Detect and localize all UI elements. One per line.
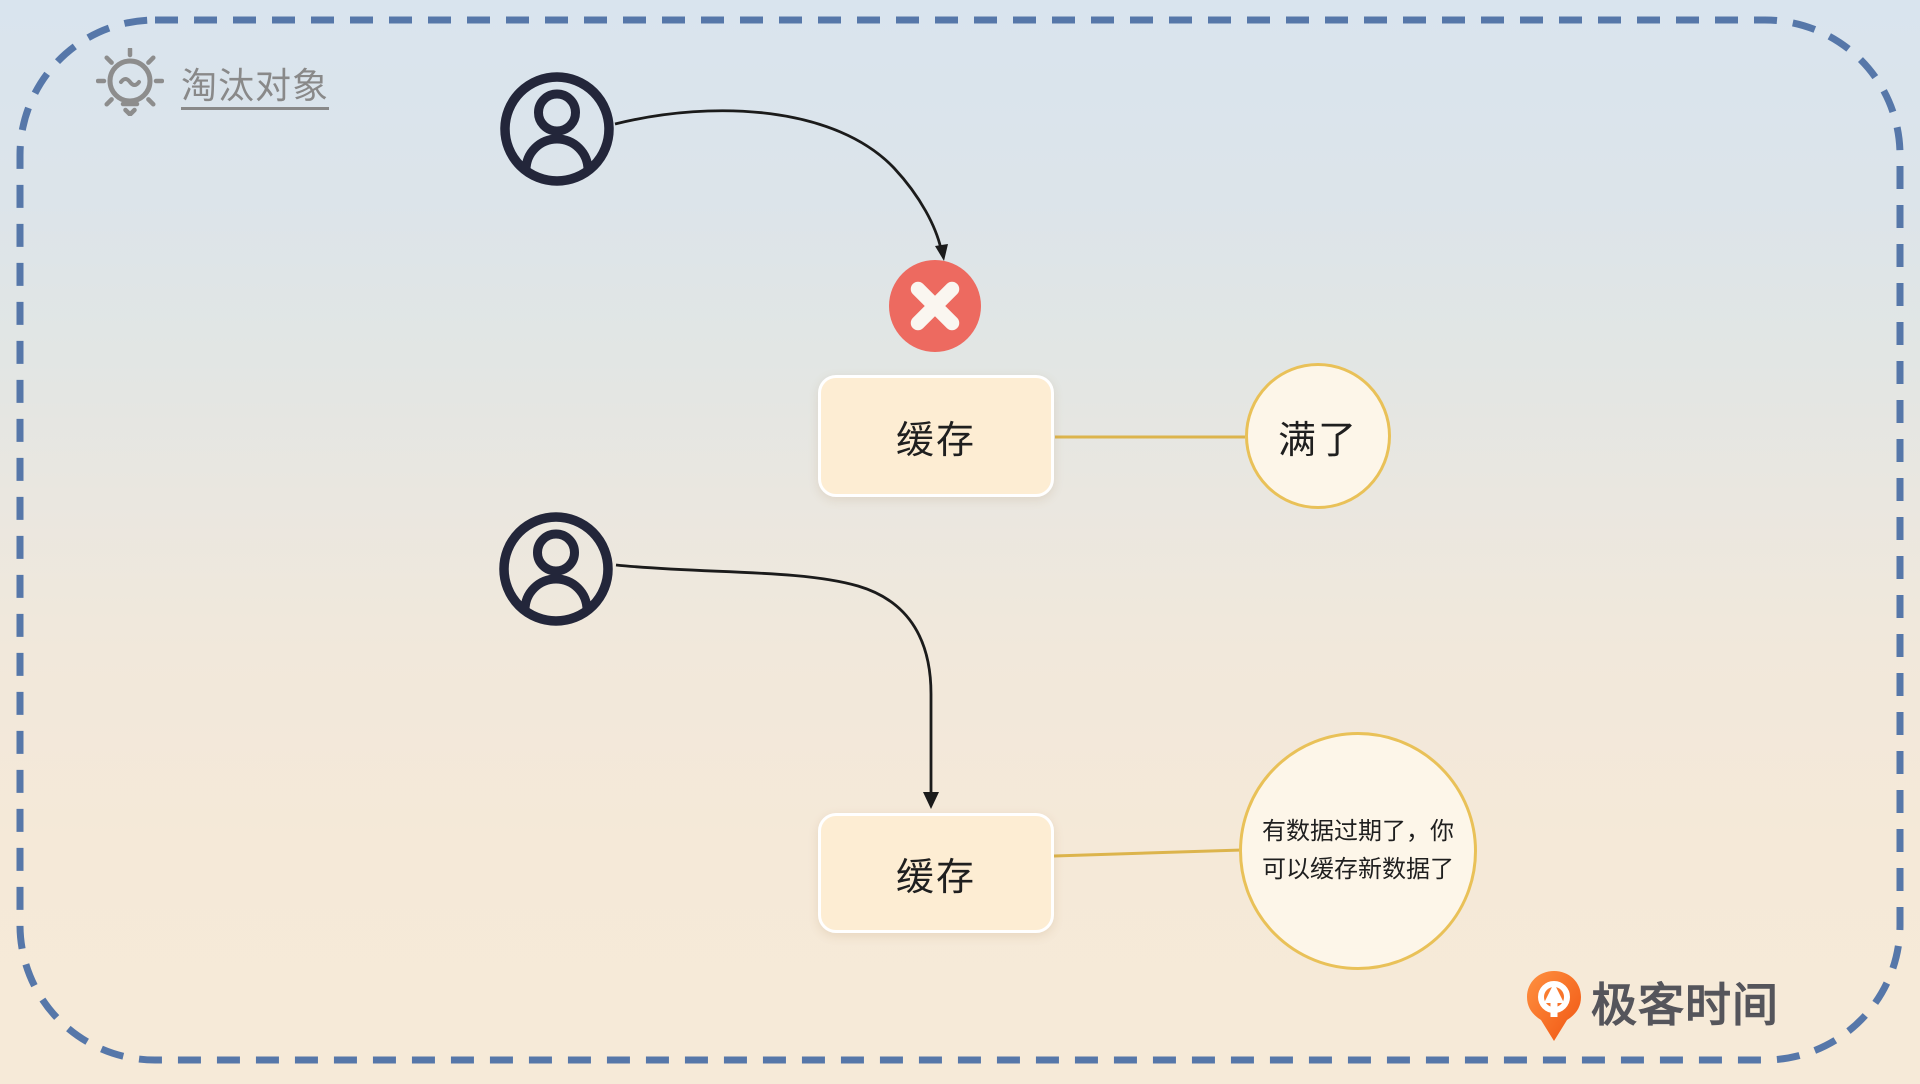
arrow-user1-to-x xyxy=(614,109,948,261)
cache-node-expired-scenario: 缓存 xyxy=(818,813,1054,933)
cache-node-full-scenario: 缓存 xyxy=(818,375,1054,497)
lightbulb-icon xyxy=(96,48,164,116)
arrow-user2-to-cache xyxy=(615,563,939,809)
geektime-pin-icon xyxy=(1527,971,1581,1041)
brand-logo-text: 极客时间 xyxy=(1591,979,1779,1031)
status-bubble-label: 满了 xyxy=(1277,419,1358,462)
status-bubble-label: 有数据过期了，你 可以缓存新数据了 xyxy=(1262,818,1454,883)
page-title: 淘汰对象 xyxy=(181,65,330,106)
person-icon xyxy=(500,72,614,186)
person-icon xyxy=(499,512,613,626)
status-bubble-expired: 有数据过期了，你 可以缓存新数据了 xyxy=(1239,732,1477,970)
cache-node-label: 缓存 xyxy=(895,856,976,899)
brand-logo: 极客时间 xyxy=(1525,968,1885,1046)
cache-node-label: 缓存 xyxy=(895,419,976,462)
x-mark-icon xyxy=(889,260,981,352)
dashed-border-frame xyxy=(16,16,1904,1064)
connector-cache2-expired xyxy=(1053,848,1243,858)
status-bubble-full: 满了 xyxy=(1245,363,1391,509)
